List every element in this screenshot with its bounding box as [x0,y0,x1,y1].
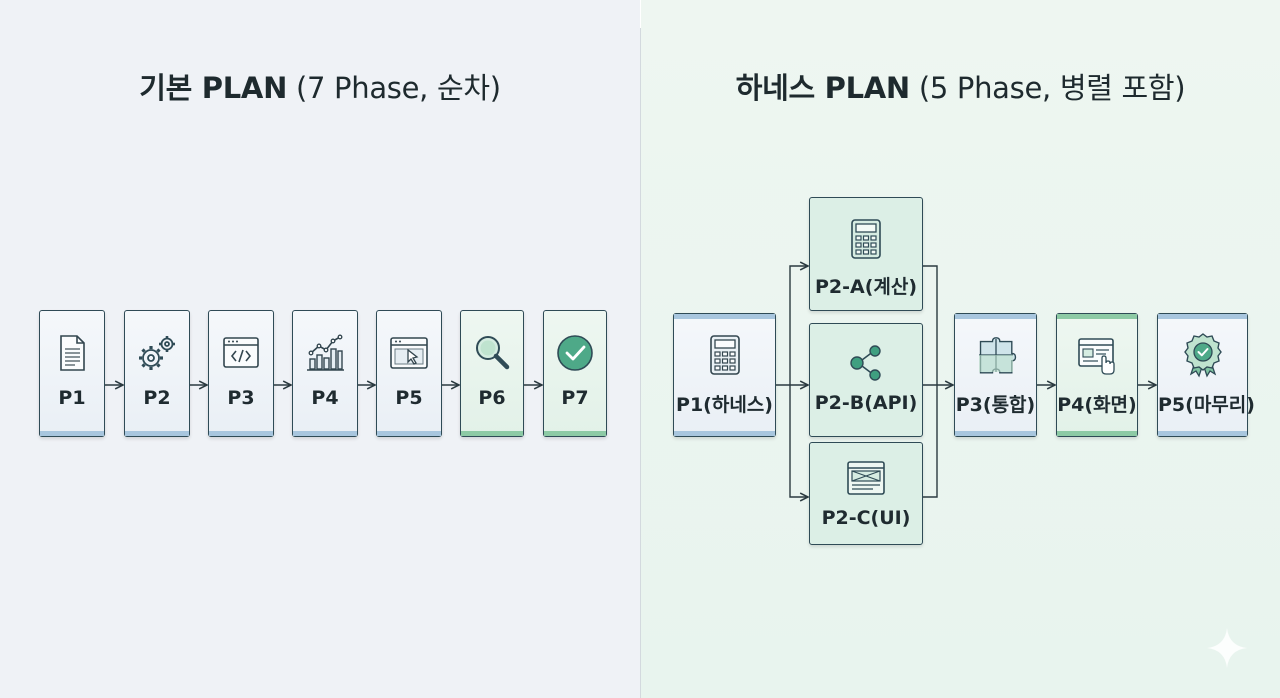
check-circle-icon [557,335,593,371]
phase-card-p3[interactable]: P3 [208,310,274,437]
harness-label-p5: P5(마무리) [1158,394,1255,416]
panel-divider [640,28,641,698]
phase-card-p1[interactable]: P1 [39,310,105,437]
phase-card-p2[interactable]: P2 [124,310,190,437]
code-window-icon [223,337,259,368]
browser-cursor-icon [390,337,428,369]
bar-chart-icon [307,334,344,371]
card-strip [1158,431,1247,436]
phase-label-p6: P6 [478,387,506,409]
document-icon [60,335,85,371]
magnifier-icon [476,336,510,370]
harness-label-p2b: P2-B(API) [814,392,918,414]
screen-touch-icon [1078,338,1115,375]
harness-label-p4: P4(화면) [1057,394,1137,416]
harness-card-p4[interactable]: P4(화면) [1056,313,1138,437]
phase-label-p7: P7 [561,387,589,409]
card-strip [293,431,357,436]
harness-plan-title: 하네스 PLAN (5 Phase, 병렬 포함) [641,66,1280,110]
basic-plan-title-detail: (7 Phase, 순차) [295,71,501,105]
phase-card-p5[interactable]: P5 [376,310,442,437]
harness-label-p3: P3(통합) [955,394,1036,416]
card-strip [40,431,104,436]
share-nodes-icon [850,345,881,381]
harness-card-p2a[interactable]: P2-A(계산) [809,197,923,311]
harness-card-p1[interactable]: P1(하네스) [673,313,776,437]
card-strip [674,431,775,436]
harness-label-p1: P1(하네스) [676,394,773,416]
gears-icon [139,336,175,370]
card-strip [1057,314,1137,319]
phase-label-p2: P2 [143,387,171,409]
harness-card-p3[interactable]: P3(통합) [954,313,1037,437]
calculator-icon [709,335,740,375]
ui-layout-icon [847,461,885,495]
phase-label-p3: P3 [227,387,255,409]
card-strip [209,431,273,436]
card-strip [674,314,775,319]
card-strip [544,431,606,436]
card-strip [955,314,1036,319]
phase-label-p1: P1 [58,387,86,409]
harness-label-p2c: P2-C(UI) [821,507,911,529]
card-strip [125,431,189,436]
card-strip [1057,431,1137,436]
basic-plan-title: 기본 PLAN (7 Phase, 순차) [0,66,640,110]
harness-card-p5[interactable]: P5(마무리) [1157,313,1255,437]
puzzle-icon [978,337,1016,374]
harness-card-p2b[interactable]: P2-B(API) [809,323,923,437]
harness-plan-title-bold: 하네스 PLAN [735,71,910,105]
calculator-icon [851,219,881,259]
phase-label-p5: P5 [395,387,423,409]
card-strip [1158,314,1247,319]
basic-plan-title-bold: 기본 PLAN [139,71,288,105]
card-strip [955,431,1036,436]
harness-card-p2c[interactable]: P2-C(UI) [809,442,923,545]
harness-label-p2a: P2-A(계산) [814,276,918,298]
phase-card-p6[interactable]: P6 [460,310,524,437]
harness-plan-title-detail: (5 Phase, 병렬 포함) [918,71,1186,105]
sparkle-icon [1207,628,1247,668]
card-strip [461,431,523,436]
phase-label-p4: P4 [311,387,339,409]
phase-card-p7[interactable]: P7 [543,310,607,437]
card-strip [377,431,441,436]
award-badge-icon [1183,333,1222,378]
phase-card-p4[interactable]: P4 [292,310,358,437]
